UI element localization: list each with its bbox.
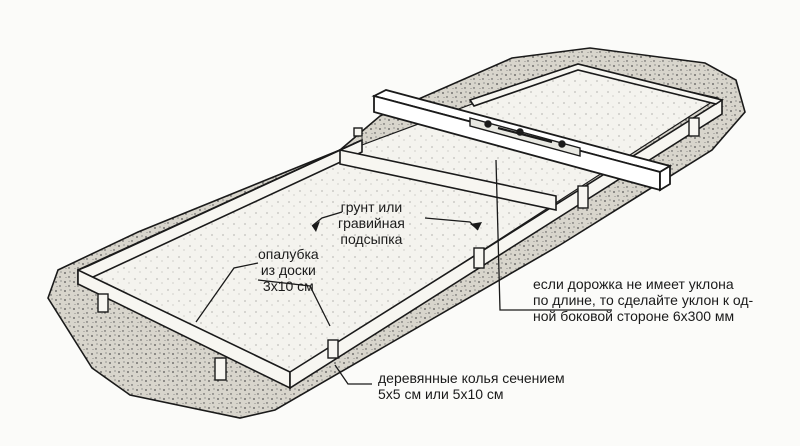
formwork-label-line1: опалубка xyxy=(258,246,319,262)
slope-note-line1: если дорожка не имеет уклона xyxy=(533,276,734,292)
formwork-label-line3: 3x10 см xyxy=(262,278,314,294)
soil-label-line1: грунт или xyxy=(340,199,403,215)
arrow-heads xyxy=(312,221,482,232)
slope-note-line2: по длине, то сделайте уклон к од- xyxy=(533,292,754,308)
formwork-label-line2: из доски xyxy=(260,262,316,278)
stake-pegs xyxy=(97,117,700,381)
soil-label: грунт или гравийная подсыпка xyxy=(338,199,405,247)
spirit-level-icon xyxy=(469,117,581,157)
formwork-board-middle xyxy=(339,149,557,211)
soil-label-line2: гравийная xyxy=(338,215,405,231)
slope-note-line3: ной боковой стороне 6x300 мм xyxy=(533,308,735,324)
soil-label-line3: подсыпка xyxy=(340,231,403,247)
slope-note-label: если дорожка не имеет уклона по длине, т… xyxy=(533,276,753,324)
leader-lines xyxy=(195,159,612,385)
stakes-label: деревянные колья сечением 5x5 см или 5x1… xyxy=(378,370,565,402)
stakes-label-line2: 5x5 см или 5x10 см xyxy=(378,386,504,402)
formwork-label: опалубка из доски 3x10 см xyxy=(258,246,319,294)
formwork-board-back xyxy=(468,63,724,107)
stakes-label-line1: деревянные колья сечением xyxy=(378,370,565,386)
